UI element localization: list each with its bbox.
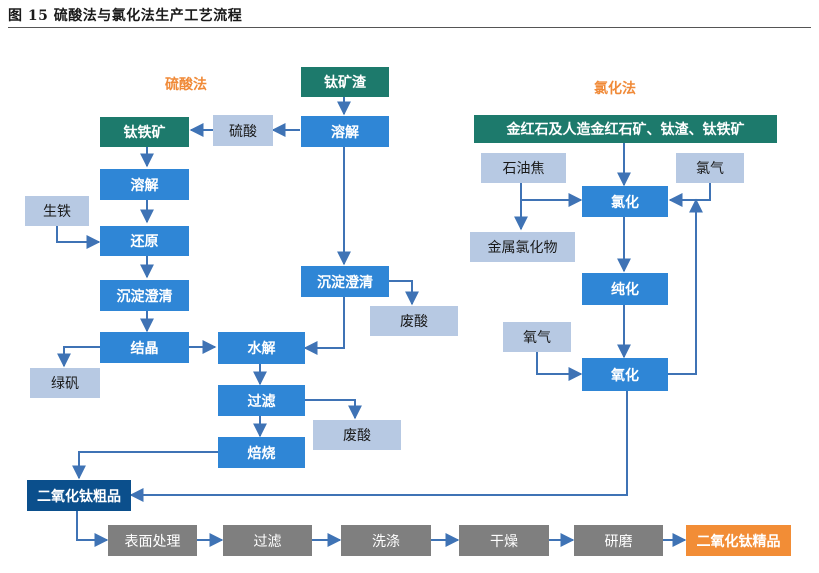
node-waste-acid-2: 废酸 [313,420,401,450]
node-slag-dissolve: 溶解 [301,116,389,147]
node-feedstock: 金红石及人造金红石矿、钛渣、钛铁矿 [474,115,777,143]
node-settle-left: 沉淀澄清 [100,280,189,311]
node-waste-acid-1: 废酸 [370,306,458,336]
node-metal-chloride: 金属氯化物 [470,232,575,262]
section-chloride-label: 氯化法 [594,81,636,97]
arrow-ironr-reduce [56,226,101,249]
node-copperas: 绿矾 [30,368,100,398]
arrow-oxidize-recycle [668,198,703,375]
node-slag: 钛矿渣 [301,67,389,97]
section-sulfate-label: 硫酸法 [165,77,207,93]
arrow-oxidize-crude [129,391,628,502]
arrow-settle-hydrolysis [303,297,345,355]
arrow-filter-waste [305,399,362,420]
node-petcoke: 石油焦 [481,153,566,183]
node-crystallize: 结晶 [100,332,189,363]
node-filter: 过滤 [218,385,305,416]
node-filter-2: 过滤 [223,525,312,556]
arrow-oxygen-oxidize [536,352,583,381]
node-crude-tio2: 二氧化钛粗品 [27,480,131,511]
arrow-calcine-crude [72,451,218,480]
node-grind: 研磨 [574,525,663,556]
title-divider [8,27,811,28]
node-dry: 干燥 [459,525,549,556]
node-surface-treat: 表面处理 [108,525,197,556]
arrow-chlorine-chlorinate [668,183,711,207]
node-purify: 纯化 [582,273,668,305]
node-oxidize: 氧化 [582,358,668,391]
node-oxygen: 氧气 [503,322,571,352]
arrow-crude-surface [76,511,109,547]
arrow-settle-waste [389,280,419,306]
figure-title: 图 15 硫酸法与氯化法生产工艺流程 [8,8,243,24]
node-wash: 洗涤 [341,525,431,556]
node-ilmenite-sulfate: 钛铁矿 [100,117,189,147]
node-dissolve: 溶解 [100,169,189,200]
node-fine-tio2: 二氧化钛精品 [686,525,791,556]
node-reduce: 还原 [100,226,189,256]
node-sulfuric-acid: 硫酸 [213,115,273,146]
node-calcine: 焙烧 [218,437,305,468]
node-hydrolysis: 水解 [218,332,305,364]
arrow-petcoke-chlorinate [520,183,583,207]
node-chlorinate: 氯化 [582,186,668,217]
node-settle-right: 沉淀澄清 [301,266,389,297]
node-pig-iron: 生铁 [25,196,89,226]
node-chlorine: 氯气 [676,153,744,183]
arrow-crystallize-copperas [57,346,100,368]
